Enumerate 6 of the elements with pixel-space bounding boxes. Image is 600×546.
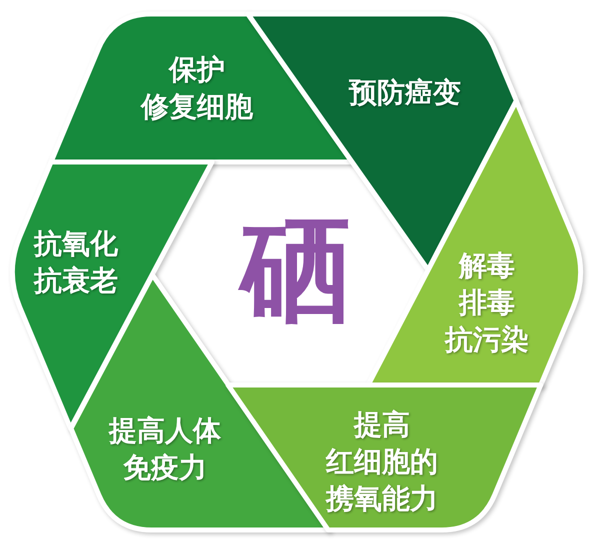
segment-label: 抗氧化抗衰老 xyxy=(34,226,118,299)
segment-label: 预防癌变 xyxy=(348,74,461,110)
segment-label: 保护修复细胞 xyxy=(140,52,253,125)
segment-label: 解毒排毒抗污染 xyxy=(445,248,529,358)
segment-label: 提高人体免疫力 xyxy=(108,413,221,486)
segment-label: 提高红细胞的携氧能力 xyxy=(326,406,438,516)
